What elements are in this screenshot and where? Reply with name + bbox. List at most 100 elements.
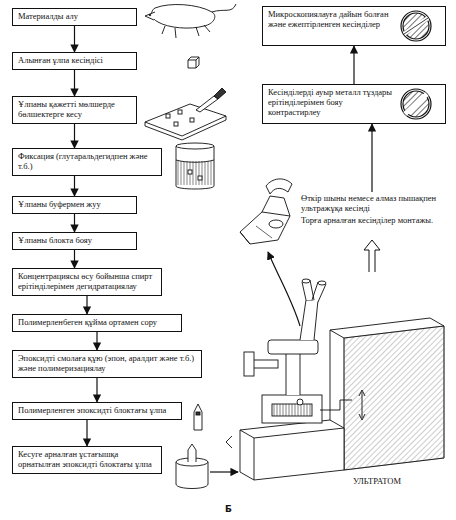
process-box: Микроскопиялауға дайын болған және ежепт… <box>262 6 446 46</box>
step-note: Торға арналған кесінділер монтажы. <box>301 216 443 226</box>
illustration-part <box>300 300 318 340</box>
flow-arrow <box>364 240 380 272</box>
illustration-part <box>297 399 303 405</box>
illustration-part <box>196 96 218 112</box>
illustration-part <box>177 161 213 185</box>
rat-figure <box>145 4 236 38</box>
process-box: Полимерленбеген құйма ортамен сору <box>12 314 182 332</box>
knife-figure <box>240 179 292 244</box>
flow-arrow <box>74 176 75 196</box>
ultratome-figure <box>226 279 444 480</box>
illustration-part <box>262 395 322 423</box>
illustration-part <box>152 5 215 29</box>
step-label: Полимерленбеген құйма ортамен сору <box>18 318 176 328</box>
process-box: Ұлпаны блокта бояу <box>12 232 137 250</box>
illustration-part <box>240 212 290 244</box>
epoxy-block <box>194 404 202 430</box>
illustration-part <box>162 25 210 38</box>
step-label: Эпоксидті смолаға құю (эпон, аралдит жән… <box>18 354 196 374</box>
illustration-part <box>188 60 196 68</box>
illustration-part <box>178 110 182 114</box>
part-label: УЛЬТРАТОМ <box>352 476 402 486</box>
illustration-part <box>401 11 431 41</box>
cutting-board <box>145 88 226 140</box>
illustration-part <box>405 94 427 114</box>
grid-icon <box>401 11 431 119</box>
illustration-part <box>176 143 214 149</box>
illustration-part <box>226 436 232 448</box>
illustration-part <box>268 340 318 354</box>
illustration-part <box>214 88 226 99</box>
flow-arrow <box>96 378 97 402</box>
step-label: Полимерленген эпоксидті блоктағы ұлпа <box>18 406 176 416</box>
illustration-part <box>403 13 429 39</box>
illustration-part <box>404 18 428 34</box>
process-box: Концентрациясы өсу бойынша спирт ерітінд… <box>12 268 162 296</box>
illustration-part <box>212 4 236 12</box>
flow-arrow <box>74 214 75 232</box>
process-box: Фиксация (глутаральдегидпен және т.б.) <box>12 148 162 176</box>
step-label: Фиксация (глутаральдегидпен және т.б.) <box>18 152 156 172</box>
process-box: Кесінділерді ауыр металл тұздары ерітінд… <box>262 84 446 124</box>
step-label: Алынған ұлпа кесіндісі <box>18 56 131 66</box>
illustration-part <box>174 122 178 126</box>
flow-arrow <box>371 124 372 192</box>
step-label: Ұлпаны блокта бояу <box>18 236 131 246</box>
illustration-part <box>190 118 194 122</box>
step-label: Ұлпаны буфермен жуу <box>18 200 131 210</box>
figure-caption: Б <box>224 504 233 514</box>
illustration-part <box>403 91 429 117</box>
process-box: Эпоксидті смолаға құю (эпон, аралдит жән… <box>12 350 202 378</box>
illustration-part <box>344 326 444 470</box>
illustration-part <box>149 14 151 16</box>
illustration-part <box>330 326 444 470</box>
illustration-part <box>318 281 326 285</box>
flow-arrow <box>74 70 75 96</box>
illustration-part <box>320 400 352 410</box>
illustration-part <box>302 280 326 302</box>
illustration-part <box>240 428 344 480</box>
illustration-part <box>404 18 428 34</box>
illustration-part <box>188 170 192 174</box>
flow-arrow <box>353 46 354 84</box>
illustration-part <box>188 57 199 68</box>
step-text: Өткір шыны немесе алмаз пышақпен ультраж… <box>298 192 446 227</box>
illustration-part <box>145 12 155 20</box>
process-box: Материалды алу <box>12 8 137 26</box>
illustration-part <box>198 176 202 180</box>
fixation-beaker <box>176 143 214 189</box>
step-label: Микроскопиялауға дайын болған және ежепт… <box>268 10 397 30</box>
flow-arrow <box>86 296 87 314</box>
illustration-part <box>262 196 290 216</box>
process-box: Полимерленген эпоксидті блоктағы ұлпа <box>12 402 182 420</box>
block-holder <box>176 444 208 489</box>
illustration-part <box>359 390 365 420</box>
step-label: Кесінділерді ауыр металл тұздары ерітінд… <box>268 88 397 117</box>
illustration-part <box>145 116 226 140</box>
step-label: Өткір шыны немесе алмаз пышақпен ультраж… <box>301 194 443 214</box>
illustration-part <box>240 420 344 480</box>
illustration-part <box>145 104 226 136</box>
illustration-part <box>269 220 283 228</box>
flow-arrow <box>74 250 75 268</box>
illustration-part <box>302 279 310 283</box>
step-label: Кесуге арналған ұстағышқа орнатылған эпо… <box>18 450 156 470</box>
tissue-cube <box>188 57 199 68</box>
illustration-part <box>364 240 380 272</box>
illustration-part <box>266 179 292 194</box>
process-box: Ұлпаны қажетті мөлшерде бөлшектерге кесу <box>12 96 137 124</box>
illustration-part <box>188 444 196 462</box>
process-box: Ұлпаны буфермен жуу <box>12 196 137 214</box>
step-label: Ұлпаны қажетті мөлшерде бөлшектерге кесу <box>18 100 131 120</box>
flow-arrow <box>210 471 238 472</box>
flow-arrow <box>74 26 75 52</box>
illustration-part <box>244 352 254 376</box>
illustration-part <box>194 404 202 430</box>
illustration-part <box>166 114 170 118</box>
illustration-part <box>240 232 250 244</box>
illustration-part <box>176 146 214 189</box>
illustration-part <box>362 392 363 418</box>
illustration-part <box>286 350 300 395</box>
